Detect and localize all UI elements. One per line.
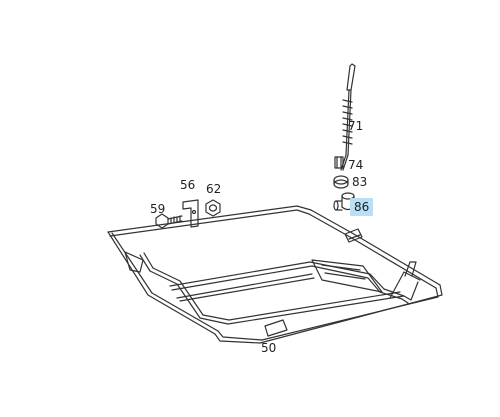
- bolt-59: [155, 213, 183, 229]
- part-label-62: 62: [206, 182, 222, 196]
- nut-62: [205, 199, 221, 217]
- part-label-71: 71: [348, 119, 364, 133]
- rod-71: [340, 63, 356, 171]
- part-label-50: 50: [261, 341, 277, 355]
- part-label-56: 56: [180, 178, 196, 192]
- part-label-74: 74: [348, 158, 364, 172]
- part-label-59: 59: [150, 202, 166, 216]
- bracket-56: [182, 199, 199, 228]
- nut-83: [333, 175, 349, 189]
- part-label-83: 83: [352, 175, 368, 189]
- part-label-86[interactable]: 86: [350, 198, 374, 216]
- clip-74: [334, 156, 344, 169]
- frame-50: [107, 205, 443, 344]
